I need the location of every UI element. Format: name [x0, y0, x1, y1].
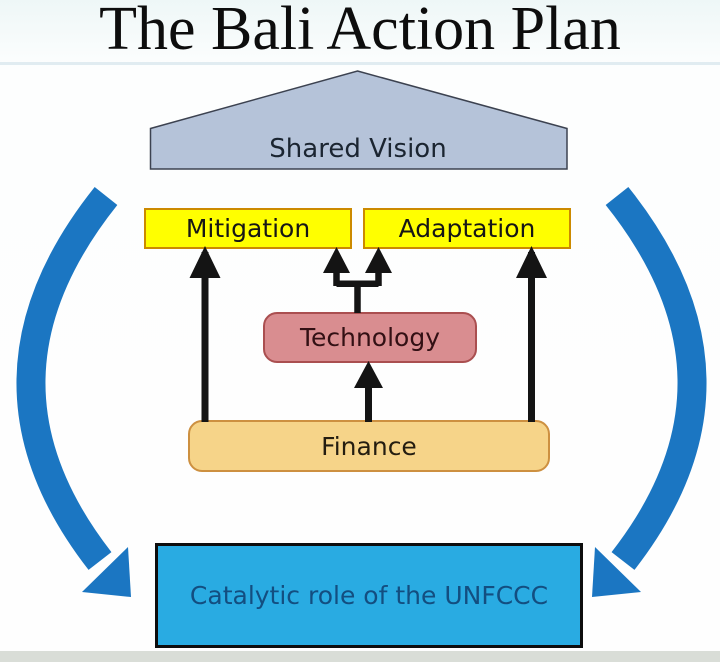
cycle-arrow-right-icon: [592, 186, 707, 597]
node-unfccc-label: Catalytic role of the UNFCCC: [189, 581, 549, 610]
technology-to-pillars-arrow: [323, 247, 392, 313]
node-mitigation: Mitigation: [144, 208, 352, 249]
shared-vision-shape: [149, 70, 568, 170]
slide-title: The Bali Action Plan: [99, 0, 621, 63]
finance-to-adaptation-arrow: [516, 246, 547, 422]
node-finance-label: Finance: [321, 431, 417, 461]
bottom-strip: [0, 651, 720, 662]
node-adaptation: Adaptation: [363, 208, 571, 249]
finance-to-mitigation-arrow: [189, 246, 221, 422]
node-technology: Technology: [263, 312, 477, 363]
node-adaptation-label: Adaptation: [398, 214, 536, 243]
node-mitigation-label: Mitigation: [185, 214, 311, 243]
node-finance: Finance: [188, 420, 550, 472]
cycle-arrow-left-icon: [16, 186, 131, 597]
shared-vision-label: Shared Vision: [269, 134, 446, 164]
node-unfccc: Catalytic role of the UNFCCC: [155, 543, 583, 648]
node-technology-label: Technology: [299, 323, 441, 352]
title-divider: [0, 62, 720, 65]
finance-to-technology-arrow: [354, 361, 383, 422]
